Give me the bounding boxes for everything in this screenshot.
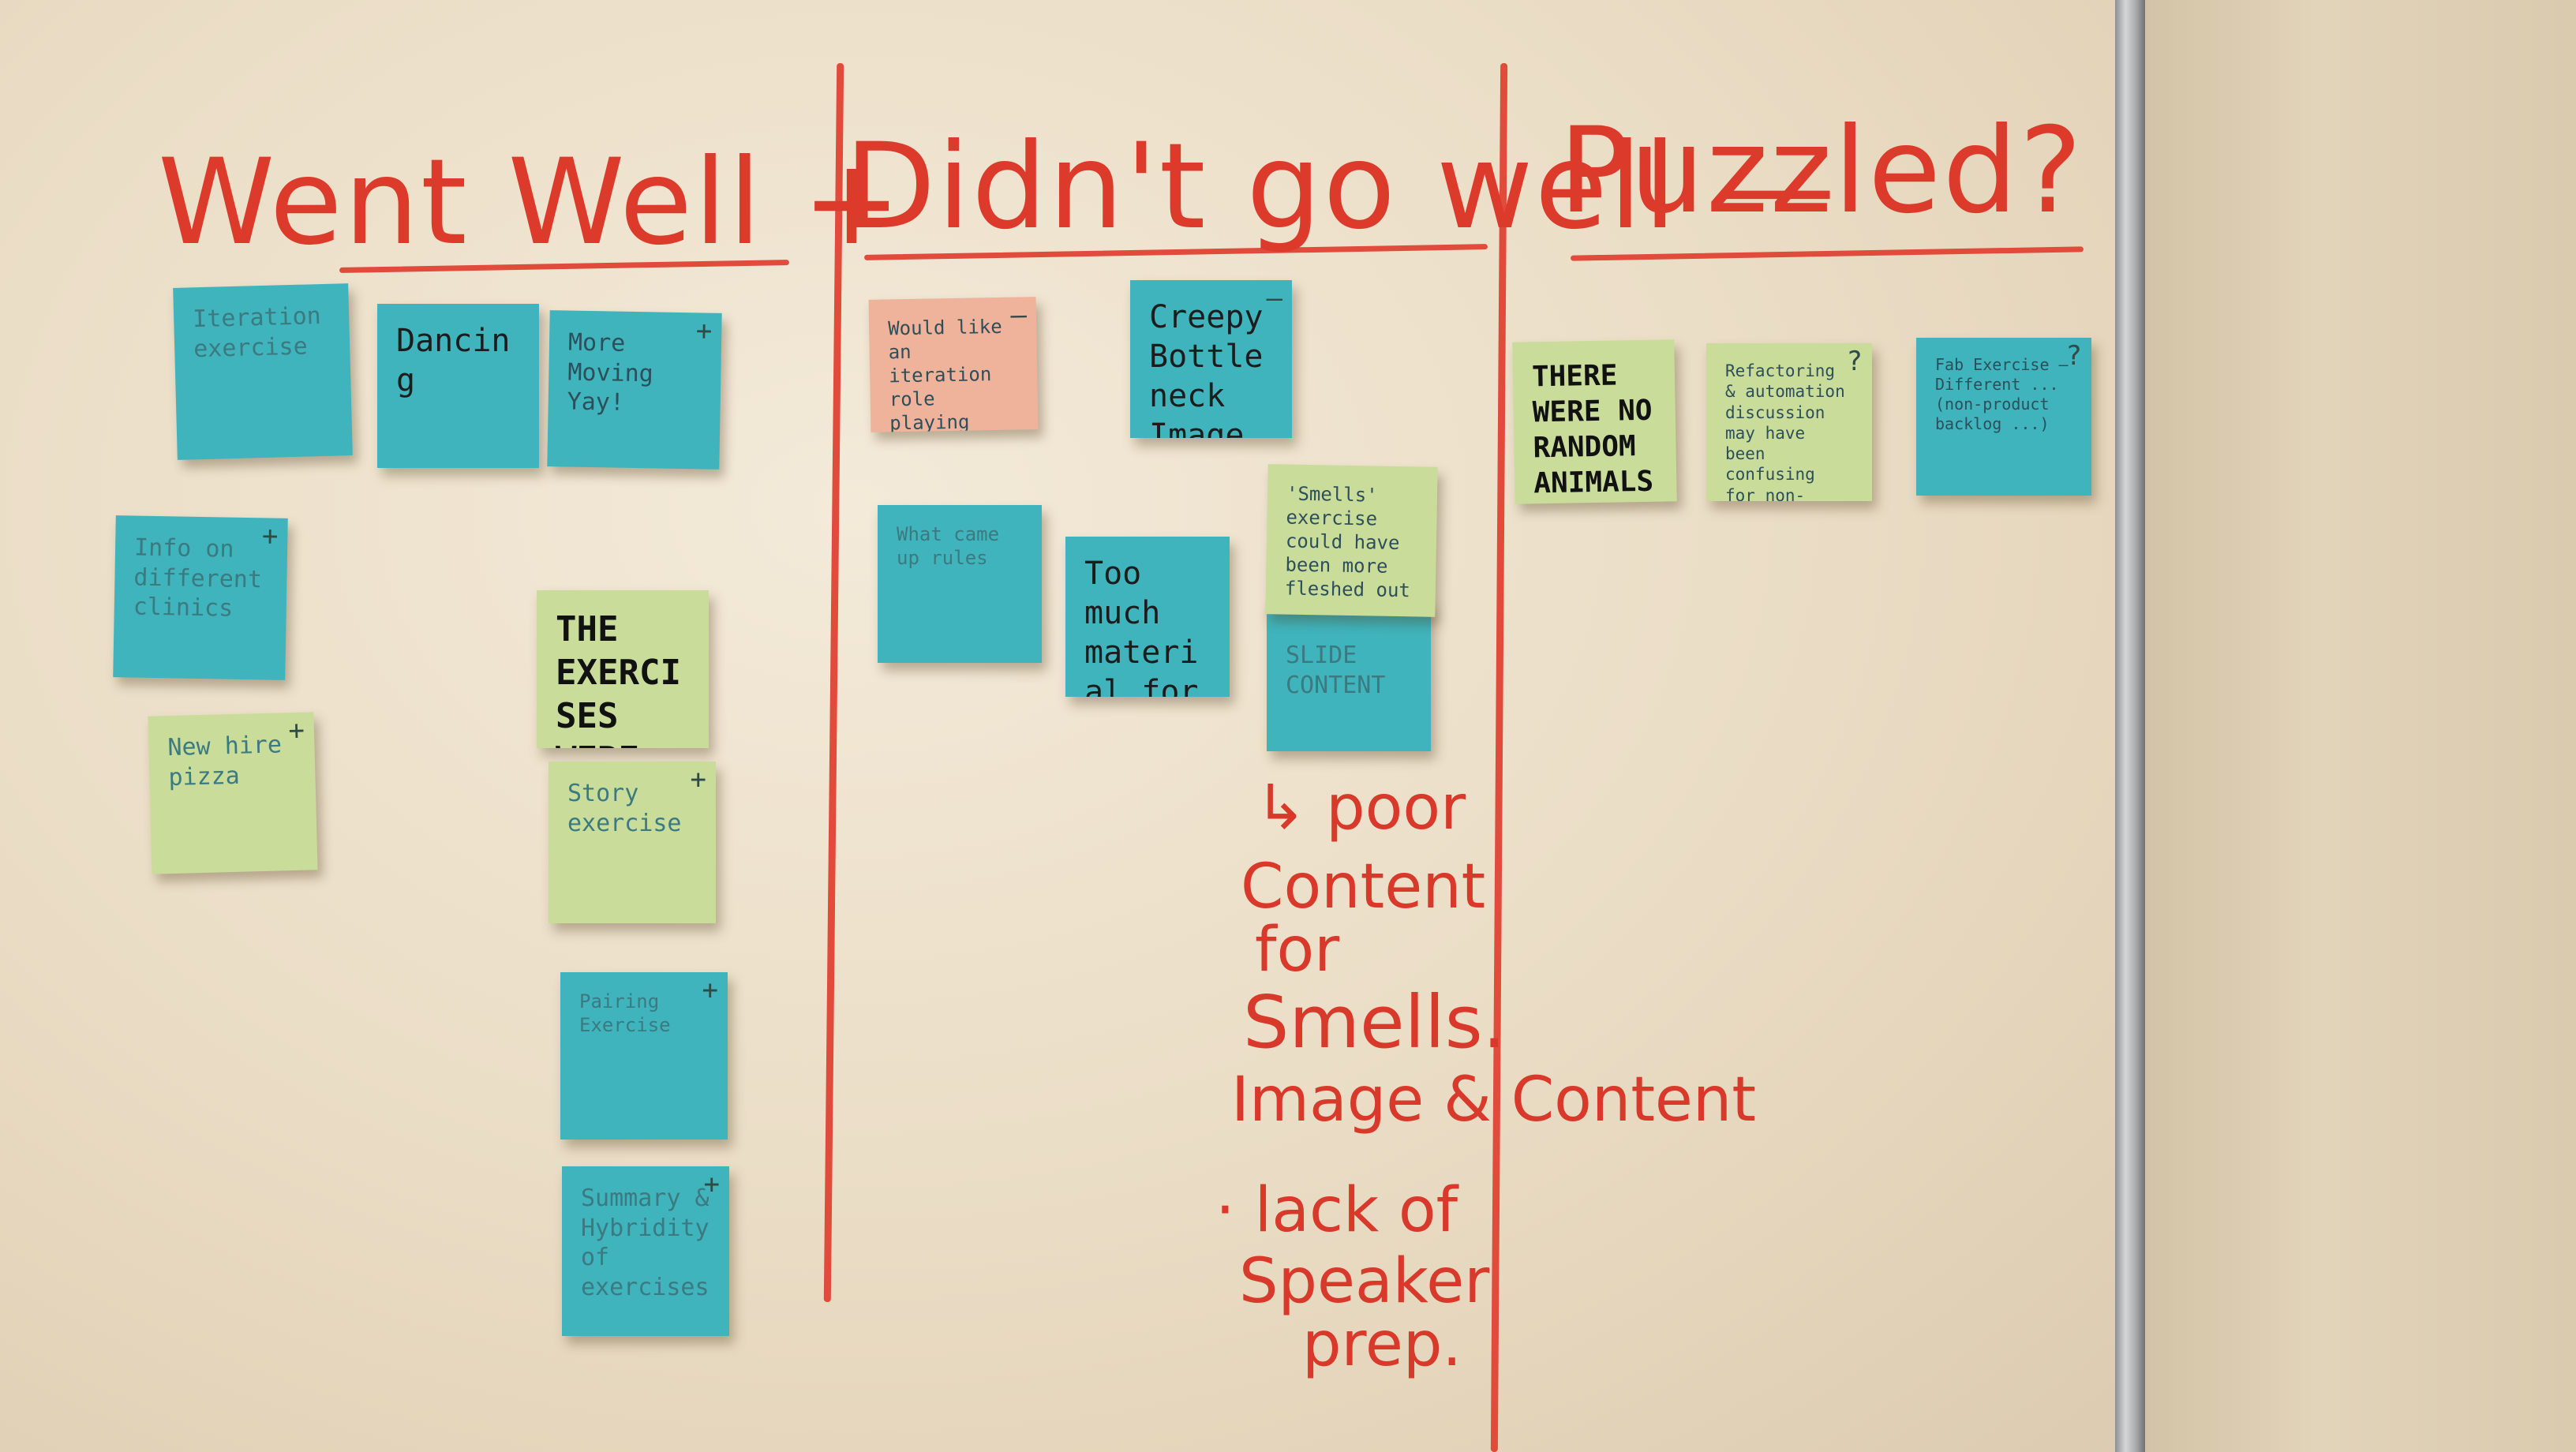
column-heading-didnt-go-well: Didn't go well — — [844, 118, 1837, 256]
note-text: Fab Exercise — Different ... (non-produc… — [1935, 355, 2069, 433]
note-text: Would like an iteration role playing exe… — [887, 315, 1002, 432]
sticky-note[interactable]: ? Refactoring & automation discussion ma… — [1706, 343, 1872, 501]
note-sign: + — [695, 315, 713, 347]
note-text: More Moving Yay! — [567, 328, 654, 417]
note-sign: + — [703, 1169, 720, 1200]
sticky-note[interactable]: + New hire pizza — [148, 712, 318, 874]
handwritten-item: Speaker — [1239, 1246, 1490, 1317]
sticky-note[interactable]: + Info on different clinics — [113, 515, 288, 680]
handwritten-item: Image & Content — [1231, 1065, 1756, 1136]
sticky-note[interactable]: Iteration exercise — [173, 283, 353, 460]
column-heading-puzzled: Puzzled? — [1559, 103, 2084, 240]
sticky-note[interactable]: — Would like an iteration role playing e… — [868, 297, 1039, 432]
column-heading-went-well: Went Well + — [158, 134, 903, 271]
sticky-note[interactable]: Dancing — [377, 304, 539, 468]
sticky-note[interactable]: What came up rules — [878, 505, 1042, 663]
handwritten-item: ↳ poor — [1255, 773, 1466, 844]
note-text: New hire pizza — [167, 731, 283, 791]
note-text: Creepy Bottleneck Image — [1149, 299, 1264, 438]
note-text: Refactoring & automation discussion may … — [1725, 361, 1845, 501]
column-divider-2 — [1490, 62, 1508, 1452]
sticky-note[interactable]: Too much material for one day — [1065, 537, 1230, 697]
whiteboard-frame — [2115, 0, 2145, 1452]
note-sign: + — [261, 520, 279, 552]
note-text: Story exercise — [567, 780, 682, 837]
note-text: THE EXERCISES WERE INVOLVED — [556, 609, 681, 748]
handwritten-item: · lack of — [1215, 1175, 1458, 1246]
note-sign: + — [702, 975, 718, 1006]
note-sign: + — [287, 714, 305, 747]
note-text: Pairing Exercise — [579, 990, 671, 1036]
note-sign: — — [1010, 299, 1028, 331]
sticky-note[interactable]: ? Fab Exercise — Different ... (non-prod… — [1916, 338, 2091, 496]
note-text: Info on different clinics — [133, 533, 263, 623]
note-text: What came up rules — [897, 523, 1000, 569]
sticky-note[interactable]: + Story exercise — [549, 762, 716, 923]
note-text: 'Smells' exercise could have been more f… — [1284, 482, 1411, 602]
handwritten-item: Smells. — [1243, 980, 1506, 1065]
note-text: SLIDE CONTENT — [1286, 642, 1386, 699]
note-text: Too much material for one day — [1084, 556, 1199, 697]
handwritten-item: Content — [1241, 851, 1486, 922]
sticky-note[interactable]: THE EXERCISES WERE INVOLVED — [537, 590, 709, 748]
note-sign: — — [1266, 283, 1282, 314]
note-text: Iteration exercise — [192, 302, 322, 363]
note-sign: ? — [2065, 340, 2082, 372]
note-text: THERE WERE NO RANDOM ANIMALS — [1531, 359, 1654, 500]
wall — [2145, 0, 2576, 1452]
sticky-note[interactable]: + More Moving Yay! — [547, 310, 722, 470]
sticky-note[interactable]: 'Smells' exercise could have been more f… — [1265, 464, 1438, 617]
sticky-note[interactable]: + Summary & Hybridity of exercises — [562, 1166, 729, 1336]
note-text: Dancing — [396, 323, 511, 399]
sticky-note[interactable]: THERE WERE NO RANDOM ANIMALS — [1512, 339, 1677, 504]
note-text: Summary & Hybridity of exercises — [581, 1184, 710, 1301]
sticky-note[interactable]: — Creepy Bottleneck Image — [1130, 280, 1292, 438]
note-sign: ? — [1846, 346, 1863, 377]
note-sign: + — [690, 764, 706, 795]
sticky-note[interactable]: + Pairing Exercise — [560, 972, 728, 1140]
sticky-note[interactable]: SLIDE CONTENT — [1267, 600, 1431, 751]
whiteboard: Went Well + Didn't go well — Puzzled? It… — [0, 0, 2131, 1452]
handwritten-item: for — [1255, 915, 1340, 986]
handwritten-item: prep. — [1302, 1309, 1462, 1380]
